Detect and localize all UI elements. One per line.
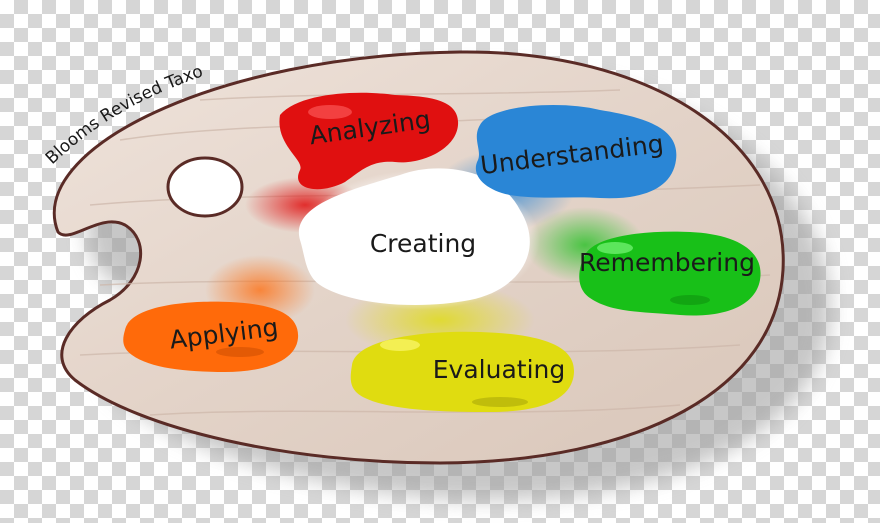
creating-label: Creating <box>370 229 476 258</box>
thumb-hole <box>166 156 244 218</box>
remembering-label: Remembering <box>579 248 755 277</box>
evaluating-label: Evaluating <box>433 355 565 384</box>
applying-shadow <box>216 347 264 357</box>
evaluating-highlight <box>380 339 420 351</box>
remembering-highlight <box>597 242 633 254</box>
remembering-shadow <box>670 295 710 305</box>
evaluating-shadow <box>472 397 528 407</box>
analyzing-highlight <box>308 105 352 119</box>
creating-glow <box>300 170 540 310</box>
understanding-blob <box>475 105 677 199</box>
evaluating-blob <box>350 331 575 412</box>
paint-blobs <box>123 92 761 412</box>
